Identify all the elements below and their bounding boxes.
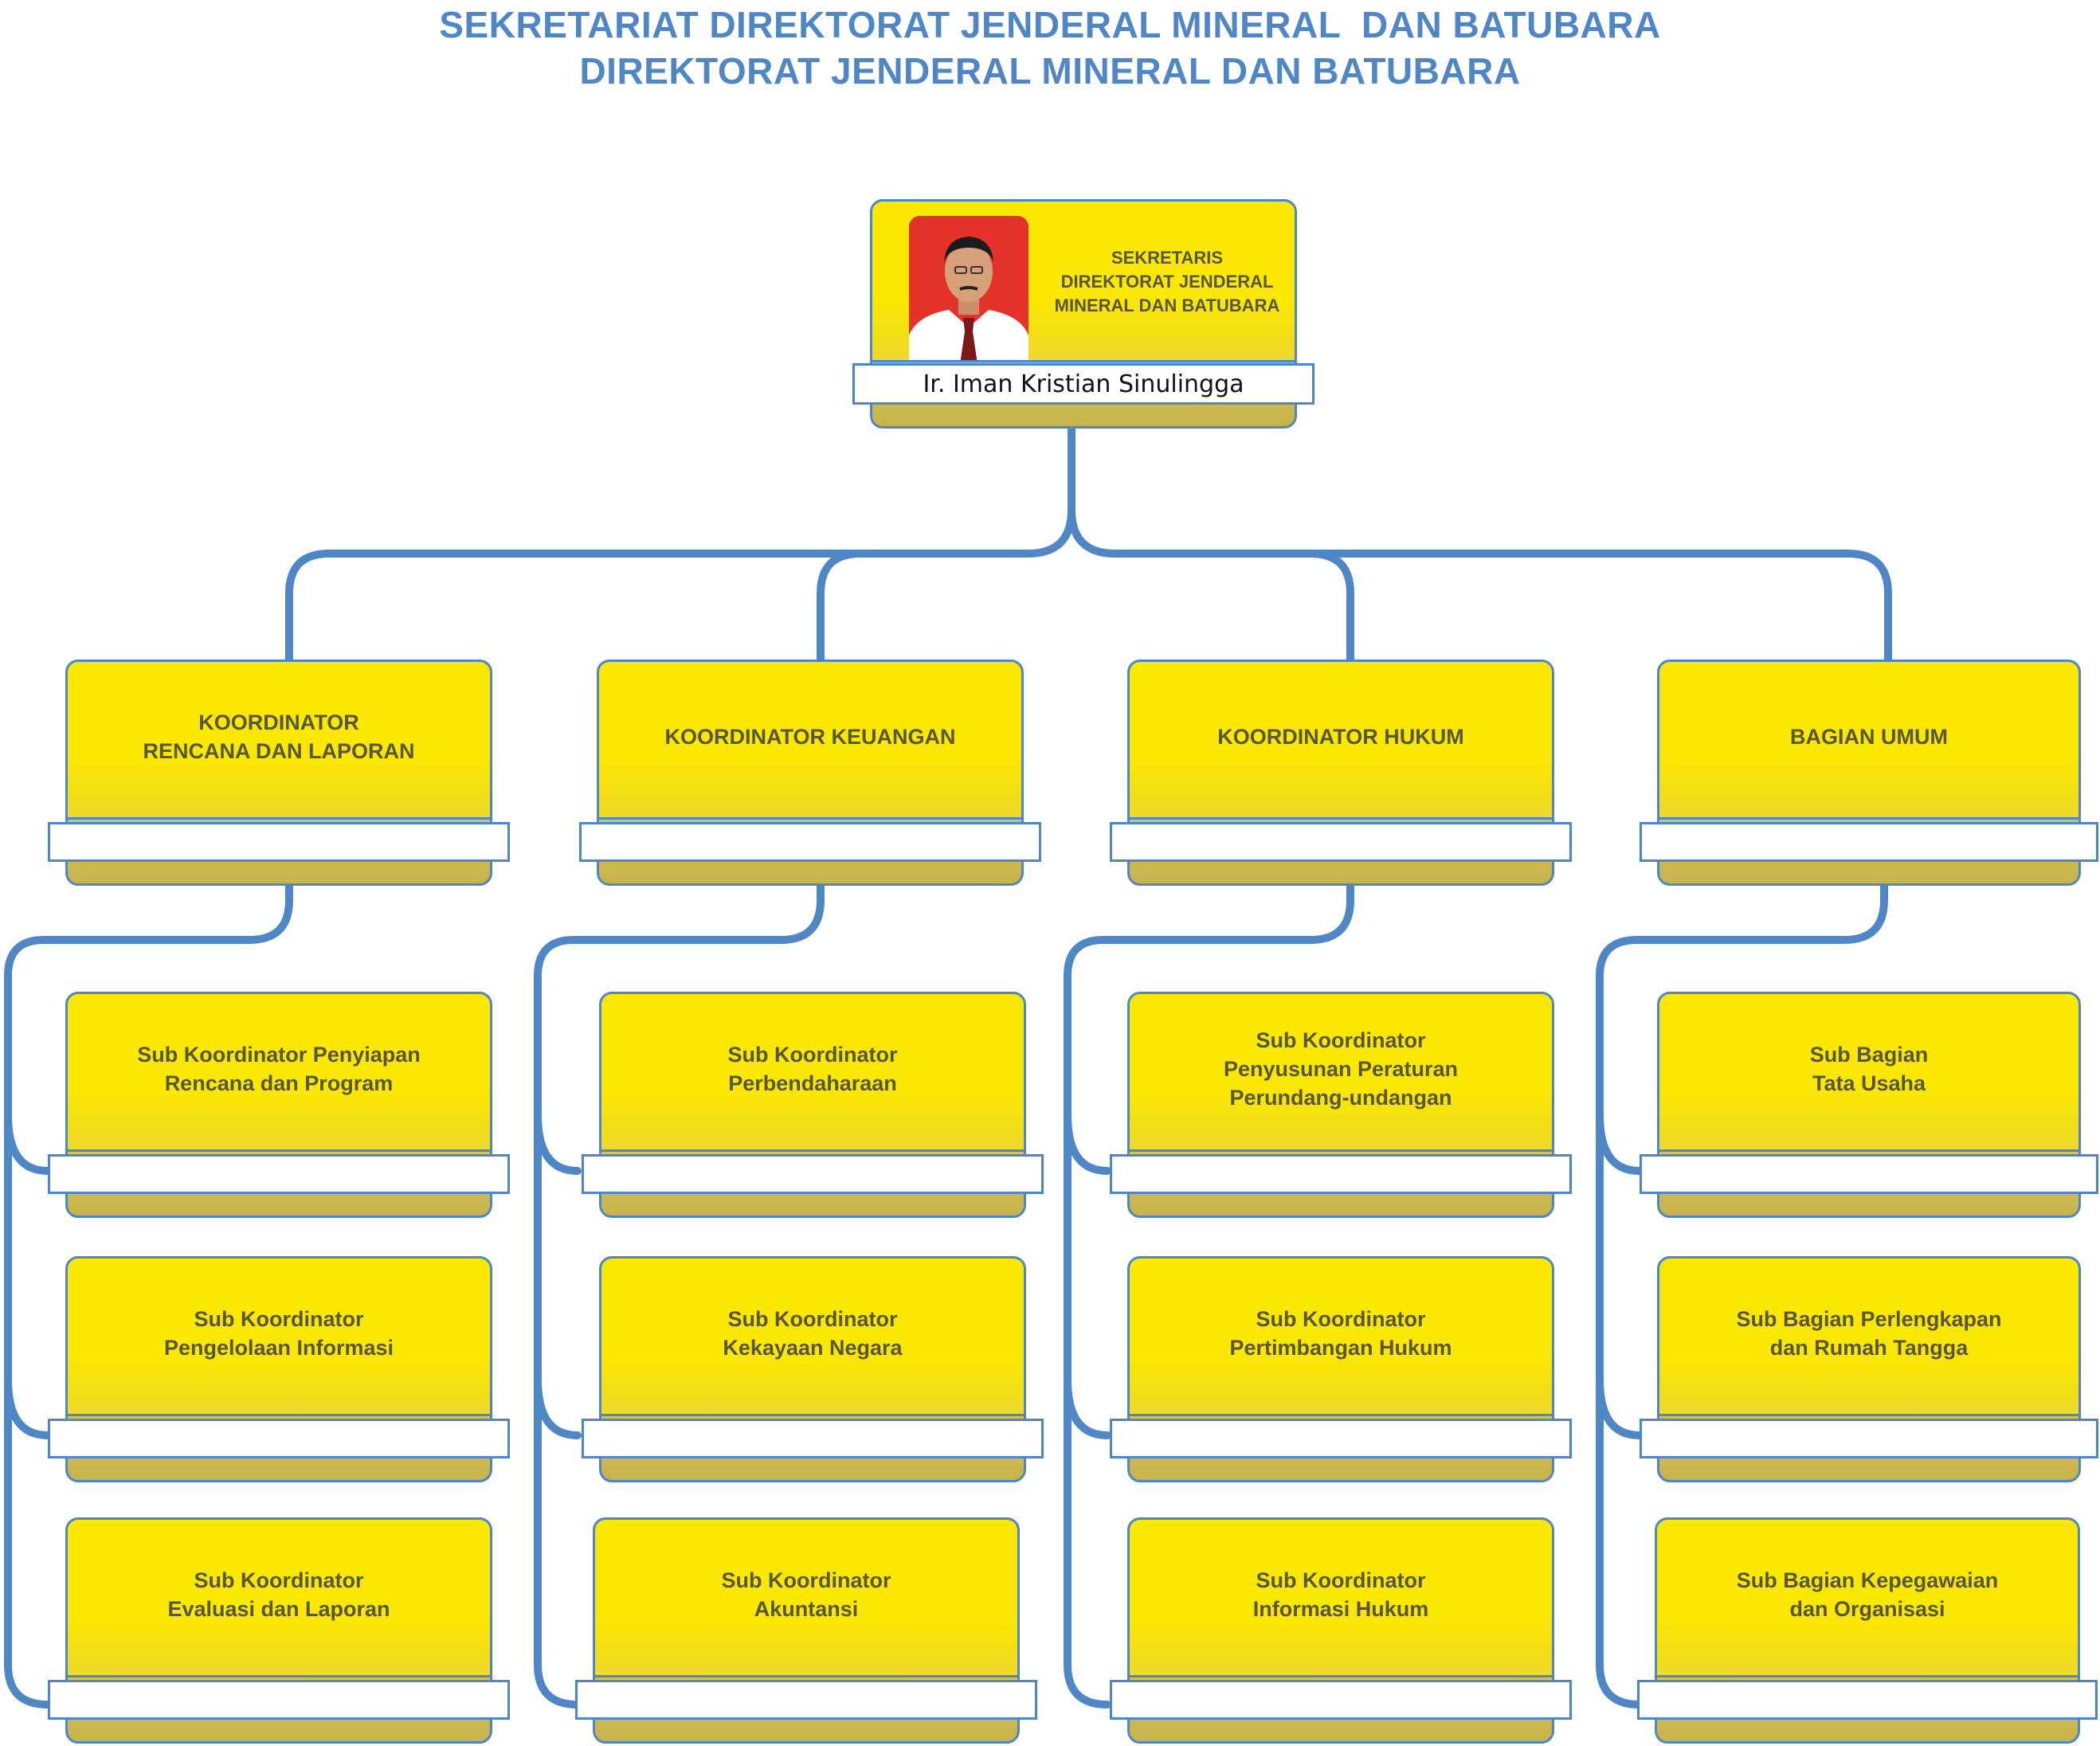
sub-label: Sub Koordinator Penyusunan Peraturan Per… [1223, 1028, 1459, 1110]
title-line-2: DIREKTORAT JENDERAL MINERAL DAN BATUBARA [579, 50, 1521, 92]
branch-hukum [1307, 550, 1354, 664]
sub-name-bar [1637, 1680, 2098, 1720]
unit-card-keuangan: KOORDINATOR KEUANGAN [579, 660, 1041, 886]
sub-name-bar [1110, 1154, 1572, 1194]
sub-card: Sub Koordinator Penyusunan Peraturan Per… [1110, 992, 1572, 1218]
column-4-line [1596, 882, 1888, 1709]
sub-card: Sub Koordinator Pertimbangan Hukum [1110, 1256, 1572, 1482]
title-line-1: SEKRETARIAT DIREKTORAT JENDERAL MINERAL … [439, 4, 1661, 45]
sub-label: Sub Bagian Tata Usaha [1809, 1043, 1929, 1095]
sub-name-bar [1110, 1419, 1572, 1458]
unit-name-bar [579, 822, 1041, 862]
sub-label: Sub Koordinator Informasi Hukum [1252, 1568, 1429, 1621]
sub-label: Sub Koordinator Perbendaharaan [727, 1043, 898, 1095]
head-position-label: SEKRETARIS DIREKTORAT JENDERAL MINERAL D… [1054, 248, 1280, 315]
trunk-line [285, 422, 1075, 664]
unit-name-bar [1640, 822, 2098, 862]
unit-label: KOORDINATOR KEUANGAN [664, 725, 956, 749]
sub-name-bar [48, 1154, 510, 1194]
branch-keuangan [817, 550, 864, 664]
unit-card-rencana: KOORDINATOR RENCANA DAN LAPORAN [48, 660, 510, 886]
sub-name-bar [1110, 1680, 1572, 1720]
sub-label: Sub Koordinator Evaluasi dan Laporan [167, 1568, 390, 1621]
sub-label: Sub Koordinator Kekayaan Negara [723, 1307, 903, 1360]
sub-card: Sub Koordinator Evaluasi dan Laporan [48, 1517, 510, 1744]
column-3-line [1064, 882, 1354, 1709]
sub-name-bar [48, 1419, 510, 1458]
sub-name-bar [575, 1680, 1037, 1720]
sub-card: Sub Bagian Tata Usaha [1640, 992, 2098, 1218]
sub-label: Sub Bagian Perlengkapan dan Rumah Tangga [1736, 1307, 2002, 1360]
sub-label: Sub Koordinator Pertimbangan Hukum [1229, 1307, 1452, 1360]
head-name-bar: Ir. Iman Kristian Sinulingga [852, 363, 1314, 405]
sub-card: Sub Koordinator Kekayaan Negara [582, 1256, 1044, 1482]
sub-name-bar [582, 1419, 1044, 1458]
sub-card: Sub Koordinator Penyiapan Rencana dan Pr… [48, 992, 510, 1218]
sub-label: Sub Koordinator Akuntansi [721, 1568, 891, 1621]
column-2-line [534, 882, 825, 1709]
sub-label: Sub Bagian Kepegawaian dan Organisasi [1736, 1568, 1999, 1621]
unit-name-bar [1110, 822, 1572, 862]
portrait-photo [909, 216, 1028, 375]
sub-card: Sub Koordinator Informasi Hukum [1110, 1517, 1572, 1744]
head-name: Ir. Iman Kristian Sinulingga [923, 370, 1244, 398]
sub-card: Sub Bagian Perlengkapan dan Rumah Tangga [1640, 1256, 2098, 1482]
head-card: SEKRETARIS DIREKTORAT JENDERAL MINERAL D… [852, 199, 1314, 429]
sub-name-bar [1640, 1419, 2098, 1458]
sub-name-bar [48, 1680, 510, 1720]
unit-card-umum: BAGIAN UMUM [1640, 660, 2098, 886]
trunk-line-right [1068, 506, 1892, 664]
sub-card: Sub Koordinator Pengelolaan Informasi [48, 1256, 510, 1482]
sub-label: Sub Koordinator Pengelolaan Informasi [163, 1307, 394, 1360]
sub-card: Sub Koordinator Akuntansi [575, 1517, 1037, 1744]
sub-name-bar [582, 1154, 1044, 1194]
unit-label: KOORDINATOR HUKUM [1217, 725, 1464, 749]
sub-card: Sub Koordinator Perbendaharaan [582, 992, 1044, 1218]
unit-card-hukum: KOORDINATOR HUKUM [1110, 660, 1572, 886]
unit-name-bar [48, 822, 510, 862]
sub-card: Sub Bagian Kepegawaian dan Organisasi [1637, 1517, 2098, 1744]
column-1-line [4, 882, 293, 1709]
sub-name-bar [1640, 1154, 2098, 1194]
sub-label: Sub Koordinator Penyiapan Rencana dan Pr… [137, 1043, 421, 1095]
unit-label: BAGIAN UMUM [1790, 725, 1948, 749]
unit-label: KOORDINATOR RENCANA DAN LAPORAN [143, 711, 415, 763]
